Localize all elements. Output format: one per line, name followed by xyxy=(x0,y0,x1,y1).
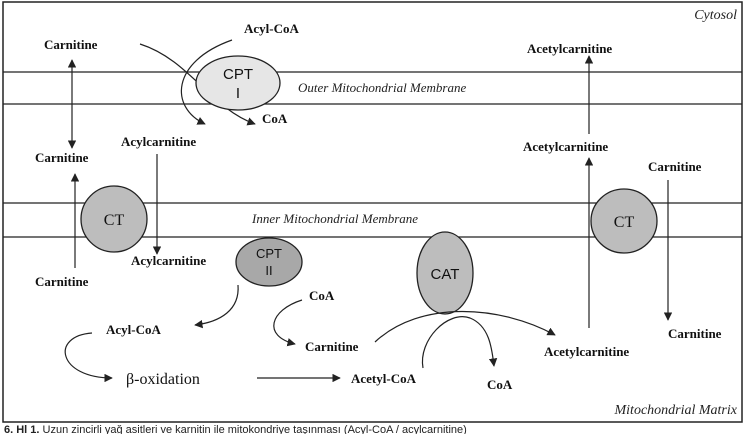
inner-membrane-label: Inner Mitochondrial Membrane xyxy=(251,211,418,226)
carnitine-mid-left-label: Carnitine xyxy=(35,150,89,165)
acetylcarnitine-matrix-label: Acetylcarnitine xyxy=(544,344,629,359)
cpt2-carnitine-arrow xyxy=(273,299,303,347)
outer-membrane-label: Outer Mitochondrial Membrane xyxy=(298,80,466,95)
cat-acetylcoa-arrow xyxy=(421,316,498,369)
beta-oxidation-label: β-oxidation xyxy=(126,371,200,388)
carnitine-matrix-label: Carnitine xyxy=(305,339,359,354)
cat-ellipse xyxy=(416,231,474,315)
cpt2-ellipse xyxy=(235,237,303,287)
outer-membrane xyxy=(3,71,742,105)
acetylcarnitine-mid-right-label: Acetylcarnitine xyxy=(523,139,608,154)
coa-mid-label: CoA xyxy=(309,288,335,303)
ct-right-ellipse xyxy=(590,188,658,254)
coa-bottom-label: CoA xyxy=(487,377,513,392)
figure-number: 6. Hl 1. xyxy=(4,424,40,434)
cpt2-acylcoa-arrow xyxy=(194,284,239,329)
ct-left-ellipse xyxy=(80,185,148,253)
ct-left-label: CT xyxy=(104,212,125,229)
cpt1-label: CPT xyxy=(223,66,253,83)
figure-caption: 6. Hl 1. Uzun zincirli yağ asitleri ve k… xyxy=(4,424,744,434)
acetyl-coa-label: Acetyl-CoA xyxy=(351,371,417,386)
acylcoa-to-betaox-arrow xyxy=(64,332,113,383)
carnitine-low-right-label: Carnitine xyxy=(668,326,722,341)
matrix-label: Mitochondrial Matrix xyxy=(614,403,738,418)
cpt1-roman: I xyxy=(236,85,240,102)
acyl-coa-low-label: Acyl-CoA xyxy=(106,322,161,337)
coa-top-label: CoA xyxy=(262,111,288,126)
cpt2-roman: II xyxy=(265,263,272,278)
acylcarnitine-low-label: Acylcarnitine xyxy=(131,253,206,268)
cat-label: CAT xyxy=(431,266,460,283)
carnitine-mid-right-label: Carnitine xyxy=(648,159,702,174)
acetylcarnitine-top-right-label: Acetylcarnitine xyxy=(527,41,612,56)
cat-carnitine-arrow xyxy=(374,310,556,343)
figure-caption-text: Uzun zincirli yağ asitleri ve karnitin i… xyxy=(42,424,467,434)
carnitine-low-left-label: Carnitine xyxy=(35,274,89,289)
ct-right-label: CT xyxy=(614,214,635,231)
cytosol-label: Cytosol xyxy=(694,8,737,23)
acyl-coa-top-label: Acyl-CoA xyxy=(244,21,299,36)
cpt1-ellipse xyxy=(195,55,281,111)
carnitine-top-left-label: Carnitine xyxy=(44,37,98,52)
cpt2-label: CPT xyxy=(256,246,282,261)
acylcarnitine-mid-label: Acylcarnitine xyxy=(121,134,196,149)
cpt1-acylcoa-arrow xyxy=(180,39,233,125)
